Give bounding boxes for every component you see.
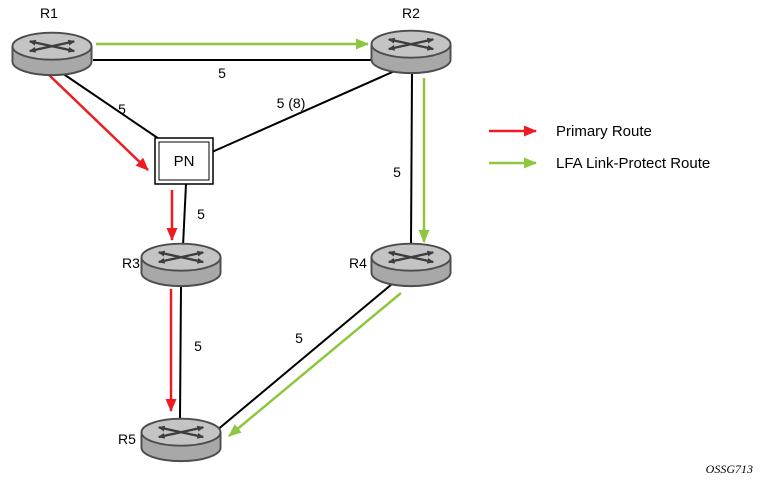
node-r5: R5 [118, 419, 220, 461]
link-pn-r2-cost: 5 (8) [277, 95, 306, 111]
link-pn-r2: 5 (8) [211, 69, 398, 153]
link-r3-r5-line [179, 285, 182, 419]
lfa-route [96, 38, 430, 437]
link-r3-r5-cost: 5 [194, 338, 202, 354]
link-pn-r2-line [211, 69, 398, 153]
link-r1-r2-cost: 5 [218, 65, 226, 81]
node-r3: R3 [122, 244, 220, 286]
link-r2-r4-line [410, 72, 413, 246]
node-r2-label: R2 [402, 5, 420, 21]
link-r2-r4: 5 [393, 72, 413, 246]
link-r4-r5-cost: 5 [295, 330, 303, 346]
link-r1-r2: 5 [93, 59, 377, 81]
node-r1-label: R1 [40, 5, 58, 21]
link-r2-r4-cost: 5 [393, 164, 401, 180]
node-pn-label: PN [174, 153, 195, 170]
node-r4: R4 [349, 244, 450, 286]
figure-id-caption: OSSG713 [706, 462, 753, 476]
node-r3-label: R3 [122, 255, 140, 271]
primary-route [47, 73, 178, 412]
router-icon [371, 244, 450, 286]
lfa-route-arrow-r4-r5 [228, 292, 402, 437]
node-r2: R2 [371, 5, 450, 73]
link-r1-pn: 5 [61, 72, 169, 146]
router-icon [141, 244, 220, 286]
link-pn-r3: 5 [182, 183, 205, 247]
link-r1-pn-line [61, 72, 169, 146]
primary-route-arrow-r1-pn [47, 73, 149, 171]
node-pn: PN [154, 137, 214, 185]
link-r3-r5: 5 [179, 285, 202, 419]
pn-box-inner [158, 141, 210, 181]
legend: Primary Route LFA Link-Protect Route [489, 123, 710, 172]
router-icon [12, 33, 91, 75]
router-icon [141, 419, 220, 461]
legend-primary-label: Primary Route [556, 123, 652, 140]
node-r4-label: R4 [349, 255, 367, 271]
legend-lfa-label: LFA Link-Protect Route [556, 155, 710, 172]
node-r5-label: R5 [118, 431, 136, 447]
link-pn-r3-cost: 5 [197, 206, 205, 222]
router-icon [371, 31, 450, 73]
link-r4-r5: 5 [215, 283, 393, 432]
link-pn-r3-line [182, 183, 187, 247]
link-r4-r5-line [215, 283, 393, 432]
link-r1-pn-cost: 5 [118, 101, 126, 117]
node-r1: R1 [12, 5, 91, 75]
